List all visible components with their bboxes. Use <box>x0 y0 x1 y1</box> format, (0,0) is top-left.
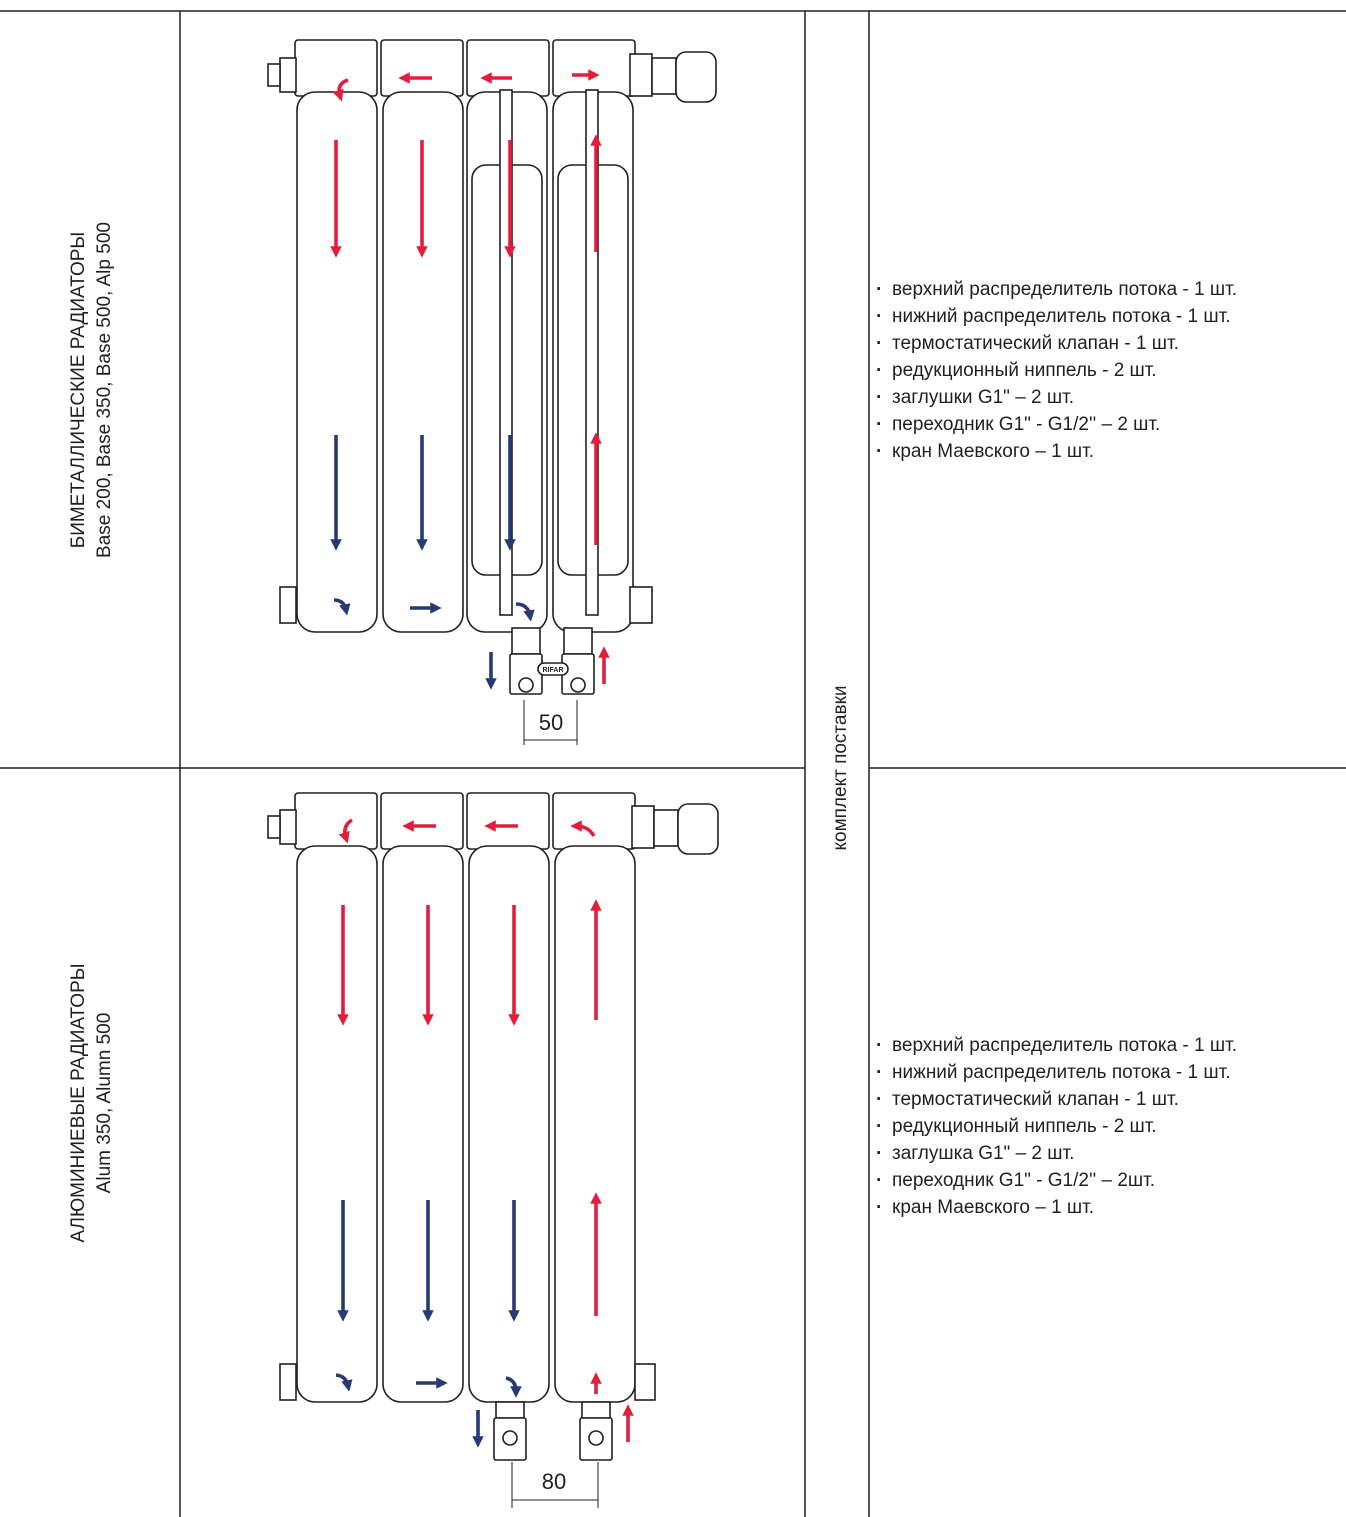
hot-flow-arrow <box>332 78 349 102</box>
cold-flow-arrow <box>333 598 351 616</box>
thermostatic-head <box>677 803 719 855</box>
list-item: редукционный ниппель - 2 шт. <box>876 1113 1237 1140</box>
bottom-left-plug <box>279 586 297 624</box>
dimension-line <box>523 700 578 745</box>
valve-nut <box>518 677 534 693</box>
top-header-block <box>552 792 636 850</box>
top-right-fitting <box>631 805 655 849</box>
hot-flow-arrow <box>570 820 596 837</box>
list-item: переходник G1" - G1/2'' – 2шт. <box>876 1167 1237 1194</box>
valve-badge <box>537 662 569 676</box>
kit-list-aluminium: верхний распределитель потока - 1 шт. ни… <box>876 1032 1237 1221</box>
hot-flow-arrow <box>338 818 354 844</box>
valve-nut <box>502 1430 518 1446</box>
list-item: нижний распределитель потока - 1 шт. <box>876 1059 1237 1086</box>
bottom-right-plug <box>634 1363 656 1401</box>
radiator-section <box>296 845 378 1403</box>
dimension-label: 50 <box>538 710 564 735</box>
bottom-left-plug <box>279 1363 297 1401</box>
radiator-section <box>468 845 550 1403</box>
thermostatic-valve <box>653 809 679 847</box>
list-item: кран Маевского – 1 шт. <box>876 1194 1237 1221</box>
supply-connection <box>581 1401 611 1419</box>
top-header-block <box>294 792 378 850</box>
top-header-block <box>380 792 464 850</box>
list-item: нижний распределитель потока - 1 шт. <box>876 303 1237 330</box>
list-item: верхний распределитель потока - 1 шт. <box>876 1032 1237 1059</box>
cold-flow-arrow <box>505 1376 522 1398</box>
dimension-label: 80 <box>541 1469 567 1494</box>
valve-nut <box>588 1430 604 1446</box>
return-connection <box>495 1401 525 1419</box>
list-item: верхний распределитель потока - 1 шт. <box>876 276 1237 303</box>
air-vent <box>267 815 281 839</box>
cold-flow-arrow <box>335 1373 353 1392</box>
top-left-plug <box>279 809 297 845</box>
list-item: кран Маевского – 1 шт. <box>876 438 1237 465</box>
dimension-line <box>511 1462 599 1508</box>
list-item: переходник G1" - G1/2'' – 2 шт. <box>876 411 1237 438</box>
list-item: термостатический клапан - 1 шт. <box>876 1086 1237 1113</box>
list-item: заглушки G1" – 2 шт. <box>876 384 1237 411</box>
valve-nut <box>570 677 586 693</box>
bottom-right-plug <box>629 586 653 624</box>
cold-flow-arrow <box>515 602 535 622</box>
list-item: заглушка G1" – 2 шт. <box>876 1140 1237 1167</box>
list-item: редукционный ниппель - 2 шт. <box>876 357 1237 384</box>
valve-badge-text: RIFAR <box>543 667 564 674</box>
thermostatic-head <box>675 51 717 103</box>
radiator-section <box>382 91 464 633</box>
list-item: термостатический клапан - 1 шт. <box>876 330 1237 357</box>
kit-list-bimetal: верхний распределитель потока - 1 шт. ни… <box>876 276 1237 465</box>
radiator-section <box>382 845 464 1403</box>
air-vent <box>267 63 281 87</box>
top-header-block <box>466 792 550 850</box>
